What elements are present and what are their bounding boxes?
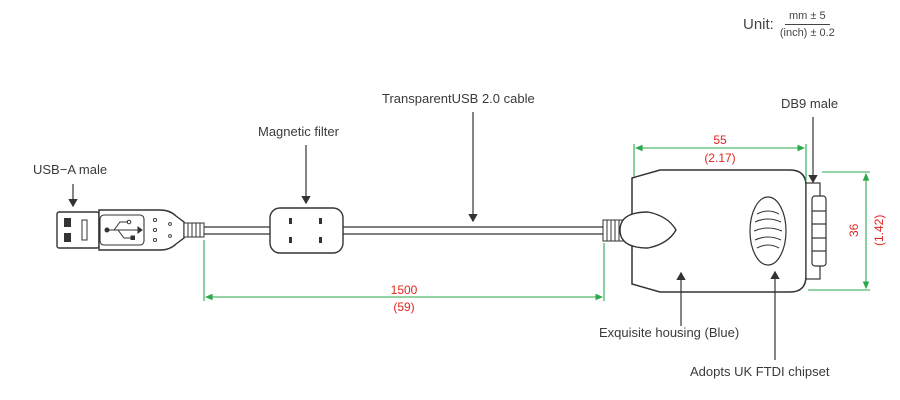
housing-height-mm: 36 [847, 223, 861, 237]
db9-connector [805, 182, 827, 280]
chipset-label: Adopts UK FTDI chipset [690, 364, 830, 379]
usb-logo-icon [104, 219, 143, 240]
magnetic-filter [269, 207, 344, 254]
adapter-housing [619, 169, 807, 293]
housing-length-in: (2.17) [704, 151, 736, 165]
unit-fraction: mm ± 5 (inch) ± 0.2 [780, 10, 835, 39]
unit-denominator: (inch) ± 0.2 [779, 27, 835, 39]
strain-relief-left [183, 222, 205, 238]
cable-length-in: (59) [393, 300, 415, 314]
usb-a-label: USB−A male [33, 162, 108, 177]
db9-label: DB9 male [781, 96, 839, 111]
unit-legend: Unit: mm ± 5 (inch) ± 0.2 [743, 10, 835, 39]
usb-a-body [98, 209, 185, 251]
magnetic-filter-label: Magnetic filter [258, 124, 339, 139]
housing-length-mm: 55 [713, 133, 727, 147]
cable-length-mm: 1500 [390, 283, 418, 297]
dimension-lines [203, 144, 870, 301]
usb-a-plug [56, 211, 100, 249]
unit-label: Unit: [743, 16, 774, 33]
unit-numerator: mm ± 5 [785, 10, 830, 25]
housing-label: Exquisite housing (Blue) [599, 325, 740, 340]
cable-label: TransparentUSB 2.0 cable [382, 91, 535, 106]
housing-height-in: (1.42) [872, 214, 886, 246]
label-arrows [68, 112, 818, 360]
usb-cable [204, 226, 605, 235]
